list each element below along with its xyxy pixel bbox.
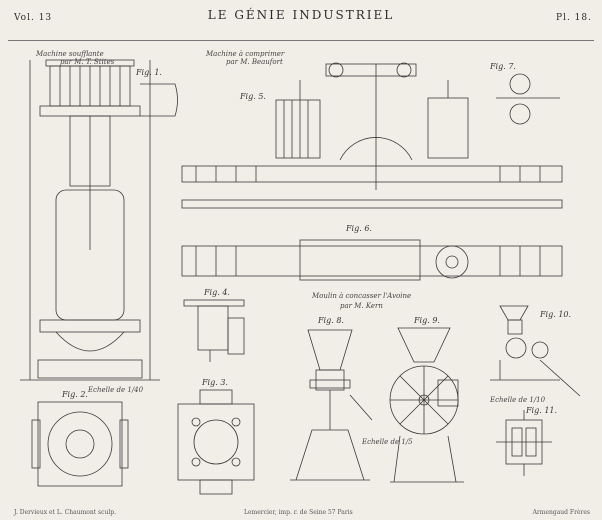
caption-moulin-author: par M. Kern <box>340 302 383 310</box>
figure-label-6: Fig. 6. <box>346 224 372 233</box>
figure-label-5: Fig. 5. <box>240 92 266 101</box>
fig3-drawing <box>177 389 255 495</box>
oat-mill-side-drawing <box>290 329 373 481</box>
fig7-drawing <box>496 73 560 125</box>
caption-soufflante-author: par M. T. Stites <box>60 58 115 66</box>
compressor-plan-drawing <box>181 239 563 281</box>
caption-machine-soufflante: Machine soufflante <box>36 50 104 58</box>
oat-mill-front-drawing <box>389 327 464 483</box>
figure-label-4: Fig. 4. <box>204 288 230 297</box>
blowing-engine-drawing <box>20 59 178 381</box>
figure-label-11: Fig. 11. <box>526 406 558 415</box>
figure-label-8: Fig. 8. <box>318 316 344 325</box>
fig11-drawing <box>496 410 552 476</box>
plate-number: Pl. 18. <box>556 13 592 23</box>
plate-title: LE GÉNIE INDUSTRIEL <box>207 8 395 22</box>
figure-label-3: Fig. 3. <box>202 378 228 387</box>
scale-label-3: Echelle de 1/10 <box>490 396 546 404</box>
fig2-plan-drawing <box>31 401 129 487</box>
caption-moulin: Moulin à concasser l'Avoine <box>312 292 412 300</box>
volume-label: Vol. 13 <box>14 13 53 23</box>
footer-engravers: J. Dervieux et L. Chaumont sculp. <box>14 509 117 516</box>
figure-label-9: Fig. 9. <box>414 316 440 325</box>
figure-label-7: Fig. 7. <box>490 62 516 71</box>
footer-publisher: Armengaud Frères <box>532 509 590 516</box>
compressor-elevation-drawing <box>181 62 563 209</box>
scale-label-1: Echelle de 1/40 <box>88 386 144 394</box>
fig4-drawing <box>183 299 245 362</box>
caption-machine-comprimer: Machine à comprimer <box>206 50 285 58</box>
scale-label-2: Echelle de 1/5 <box>362 438 413 446</box>
figure-label-10: Fig. 10. <box>540 310 572 319</box>
figure-label-1: Fig. 1. <box>136 68 162 77</box>
footer-printer: Lemercier, imp. r. de Seine 57 Paris <box>244 509 353 516</box>
fig10-drawing <box>490 305 581 397</box>
figure-label-2: Fig. 2. <box>62 390 88 399</box>
caption-comprimer-author: par M. Beaufort <box>226 58 283 66</box>
top-rule <box>8 40 594 41</box>
